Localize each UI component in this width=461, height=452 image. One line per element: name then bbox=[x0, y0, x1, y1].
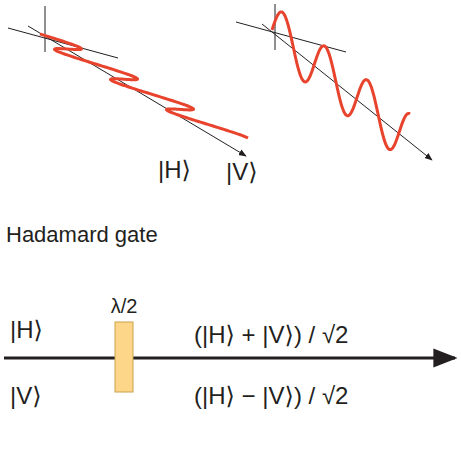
gate-title: Hadamard gate bbox=[6, 224, 158, 246]
v-wave bbox=[272, 12, 410, 150]
output-state: (|H⟩ − |V⟩) / √2 bbox=[194, 384, 348, 408]
state-label: |V⟩ bbox=[226, 160, 258, 184]
propagation-axis bbox=[262, 24, 432, 160]
h-wave bbox=[40, 34, 248, 138]
beam-line bbox=[4, 357, 455, 360]
component-label: λ/2 bbox=[111, 296, 138, 316]
input-state: |V⟩ bbox=[10, 384, 42, 408]
output-state: (|H⟩ + |V⟩) / √2 bbox=[194, 323, 348, 347]
state-label: |H⟩ bbox=[158, 158, 191, 182]
input-state: |H⟩ bbox=[10, 318, 43, 342]
axis bbox=[45, 6, 46, 52]
axis bbox=[275, 4, 276, 50]
half-wave-plate bbox=[115, 322, 133, 392]
